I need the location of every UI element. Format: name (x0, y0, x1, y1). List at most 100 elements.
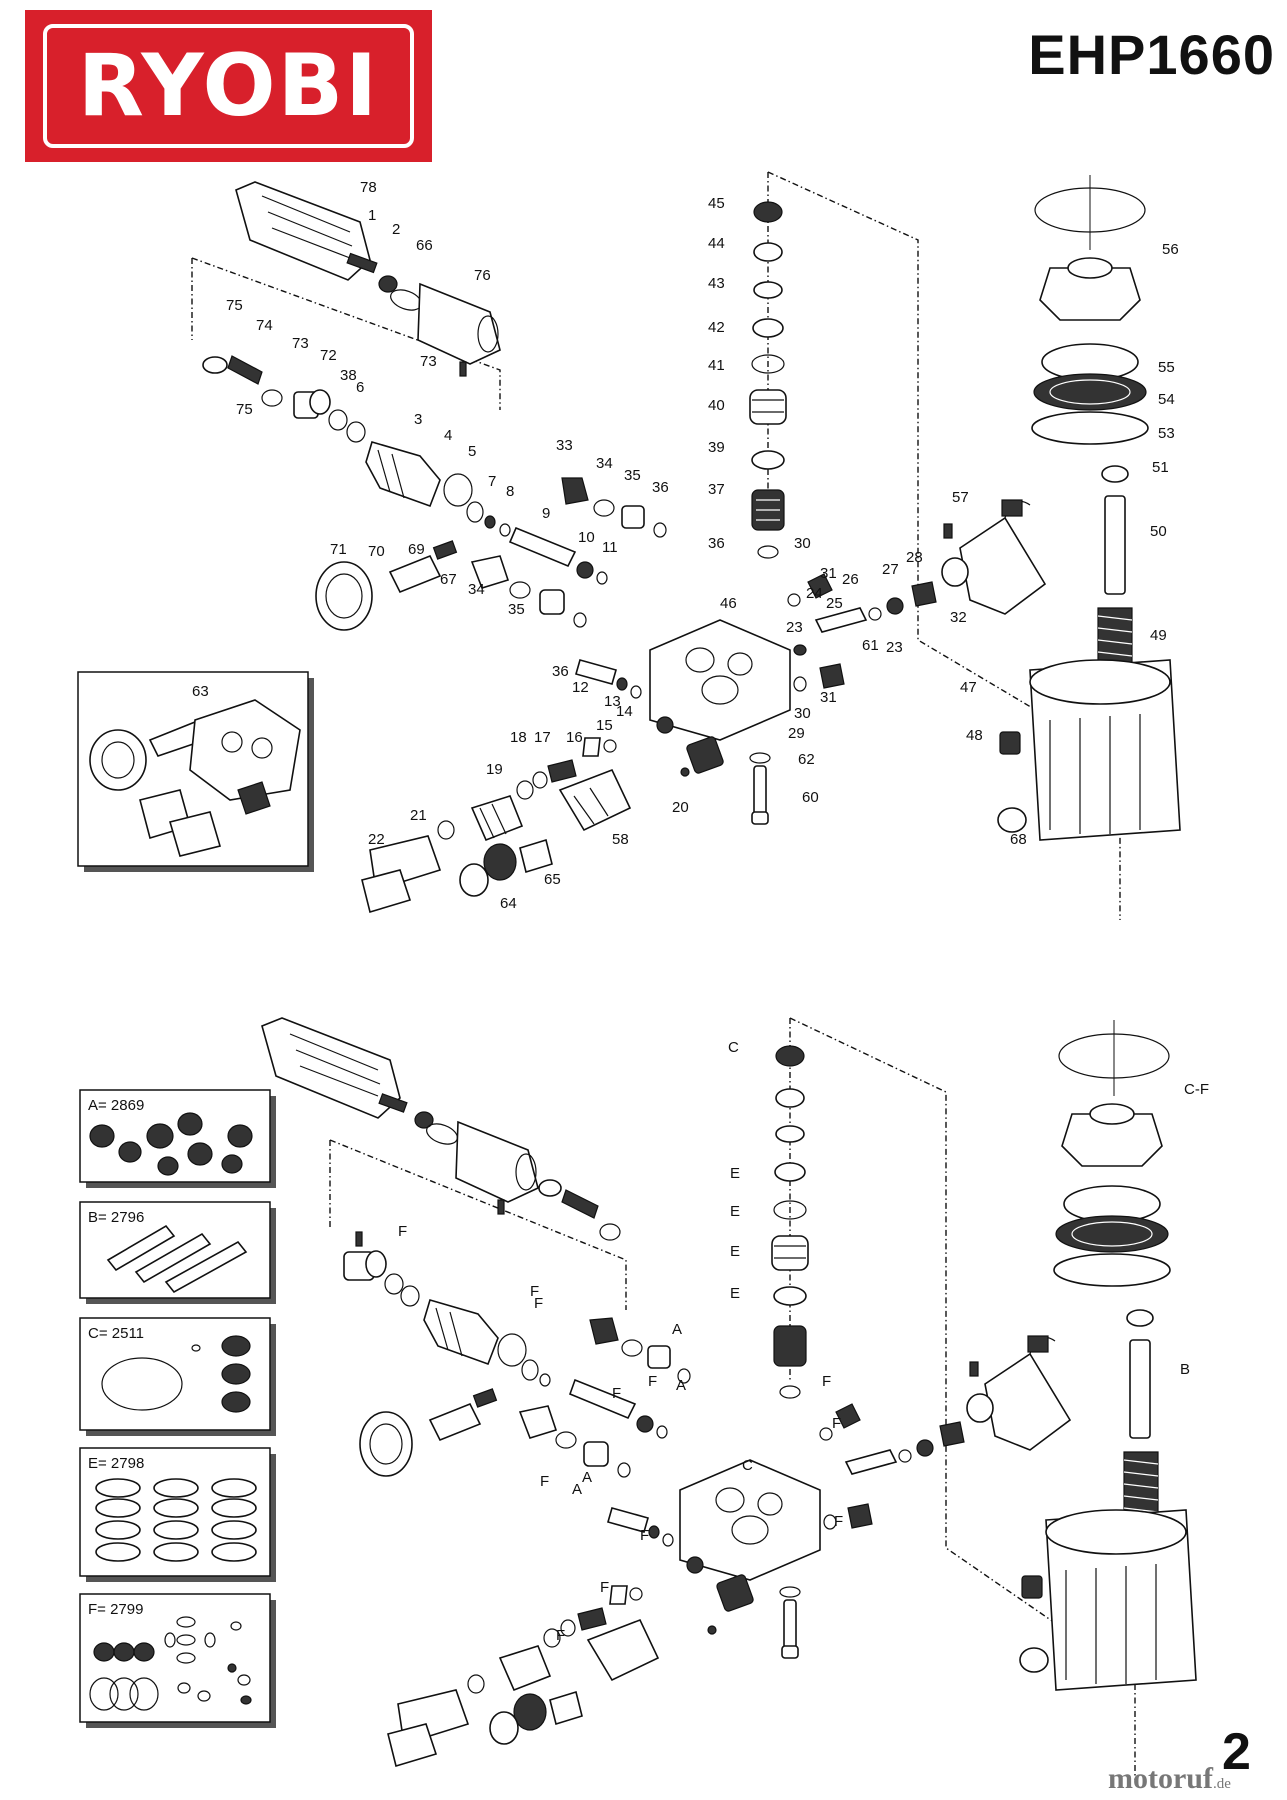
upper-callout-43: 68 (1010, 831, 1027, 848)
upper-callout-60: 60 (802, 789, 819, 806)
lower-callout-16: F (600, 1579, 609, 1596)
upper-callout-59: 62 (798, 751, 815, 768)
lower-callout-9: A (672, 1321, 682, 1338)
lower-callout-6: E (730, 1203, 740, 1220)
upper-callout-2: 2 (392, 221, 400, 238)
lower-callout-18: C (742, 1457, 753, 1474)
part-motor-assembly (997, 175, 1181, 841)
part-lance-78 (235, 181, 378, 281)
kit-box-e (79, 1447, 276, 1582)
upper-callout-35: 55 (1158, 359, 1175, 376)
watermark-suffix: .de (1212, 1776, 1231, 1792)
upper-callout-50: 24 (806, 585, 823, 602)
upper-callout-78: 21 (410, 807, 427, 824)
kit-box-a (79, 1089, 276, 1188)
upper-callout-48: 26 (842, 571, 859, 588)
upper-callout-42: 48 (966, 727, 983, 744)
upper-callout-30: 40 (708, 397, 725, 414)
upper-callout-77: 20 (672, 799, 689, 816)
upper-callout-14: 4 (444, 427, 452, 444)
lower-callout-21: F (832, 1415, 841, 1432)
upper-callout-17: 8 (506, 483, 514, 500)
lower-callout-0: C (728, 1039, 739, 1056)
lower-callout-4: F (534, 1295, 543, 1312)
upper-callout-62: 71 (330, 541, 347, 558)
part-stack-vertical (749, 201, 787, 559)
lower-callout-5: E (730, 1165, 740, 1182)
upper-callout-11: 75 (236, 401, 253, 418)
watermark: motoruf.de (1108, 1762, 1231, 1796)
upper-callout-49: 25 (826, 595, 843, 612)
lower-callout-17: F (556, 1627, 565, 1644)
lower-callout-7: E (730, 1243, 740, 1260)
kit-label-1: B= 2796 (88, 1209, 144, 1226)
upper-callout-4: 76 (474, 267, 491, 284)
upper-callout-37: 53 (1158, 425, 1175, 442)
lower-callout-12: F (648, 1373, 657, 1390)
upper-callout-57: 31 (820, 689, 837, 706)
lower-callout-1: C-F (1184, 1081, 1209, 1098)
lower-callout-23: B (1180, 1361, 1190, 1378)
upper-callout-53: 61 (862, 637, 879, 654)
upper-callout-23: 35 (624, 467, 641, 484)
kit-box-c (79, 1317, 276, 1436)
upper-callout-81: 65 (544, 871, 561, 888)
upper-callout-12: 73 (420, 353, 437, 370)
upper-callout-44: 57 (952, 489, 969, 506)
upper-callout-51: 23 (786, 619, 803, 636)
upper-callout-16: 7 (488, 473, 496, 490)
upper-callout-36: 54 (1158, 391, 1175, 408)
upper-callout-21: 33 (556, 437, 573, 454)
upper-callout-63: 70 (368, 543, 385, 560)
upper-callout-22: 34 (596, 455, 613, 472)
upper-callout-82: 58 (612, 831, 629, 848)
upper-callout-55: 31 (820, 565, 837, 582)
upper-callout-15: 5 (468, 443, 476, 460)
upper-callout-41: 47 (960, 679, 977, 696)
lower-callout-20: A (582, 1469, 592, 1486)
upper-callout-9: 38 (340, 367, 357, 384)
kit-label-0: A= 2869 (88, 1097, 144, 1114)
upper-callout-84: 77 (0, 0, 17, 4)
lower-exploded-view (261, 1017, 1197, 1780)
inset-59 (77, 671, 314, 872)
upper-callout-28: 42 (708, 319, 725, 336)
kit-box-f (79, 1593, 276, 1728)
logo-text: RYOBI (77, 36, 380, 136)
upper-callout-24: 36 (652, 479, 669, 496)
upper-callout-74: 17 (534, 729, 551, 746)
upper-callout-85: 59 (0, 0, 17, 4)
kit-box-b (79, 1201, 276, 1304)
upper-exploded-view (191, 171, 1181, 920)
upper-callout-47: 27 (882, 561, 899, 578)
upper-callout-80: 64 (500, 895, 517, 912)
upper-callout-45: 32 (950, 609, 967, 626)
upper-callout-10: 6 (356, 379, 364, 396)
model-number: EHP1660 (1028, 23, 1275, 86)
upper-callout-18: 9 (542, 505, 550, 522)
upper-callout-83: 63 (192, 683, 209, 700)
upper-callout-72: 15 (596, 717, 613, 734)
upper-callout-5: 75 (226, 297, 243, 314)
lower-callout-14: F (540, 1473, 549, 1490)
ryobi-logo: RYOBI (25, 10, 432, 162)
upper-callout-56: 30 (794, 705, 811, 722)
upper-callout-1: 1 (368, 207, 376, 224)
kit-label-3: E= 2798 (88, 1455, 144, 1472)
upper-callout-labels: 7812667675747372386757334578910113334353… (0, 0, 1179, 912)
lower-callout-22: F (834, 1513, 843, 1530)
upper-callout-40: 49 (1150, 627, 1167, 644)
upper-callout-7: 73 (292, 335, 309, 352)
lower-callout-11: A (572, 1481, 582, 1498)
upper-callout-66: 34 (468, 581, 485, 598)
lower-callout-2: F (398, 1223, 407, 1240)
upper-callout-46: 28 (906, 549, 923, 566)
upper-callout-0: 78 (360, 179, 377, 196)
part-pump-head-46 (649, 619, 791, 774)
upper-callout-71: 14 (616, 703, 633, 720)
upper-callout-13: 3 (414, 411, 422, 428)
upper-callout-20: 11 (602, 539, 618, 556)
logo-frame: RYOBI (43, 24, 414, 148)
